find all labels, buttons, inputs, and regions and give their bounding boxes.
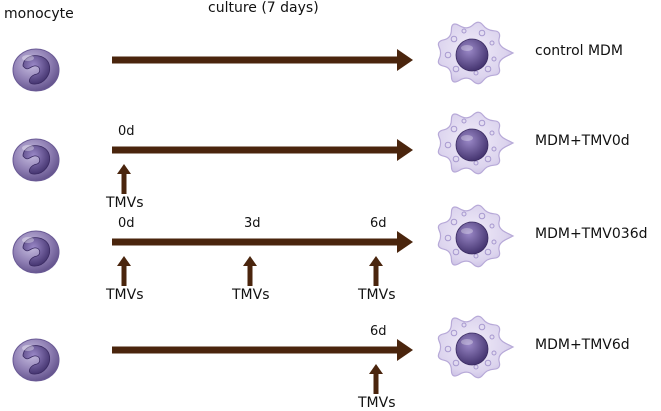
day-label: 0d (118, 124, 135, 139)
tmv-addition-arrow (369, 364, 383, 394)
monocyte-cell (12, 138, 60, 182)
tmv-addition-arrow (117, 164, 131, 194)
day-label: 6d (370, 216, 387, 231)
tmvs-label: TMVs (232, 287, 270, 303)
outcome-label: MDM+TMV0d (535, 133, 630, 149)
mdm-cell (437, 111, 515, 175)
outcome-label: control MDM (535, 43, 623, 59)
culture-arrow (112, 339, 413, 361)
tmvs-label: TMVs (358, 395, 396, 411)
culture-arrow (112, 49, 413, 71)
tmv-addition-arrow (117, 256, 131, 286)
outcome-label: MDM+TMV036d (535, 226, 648, 242)
tmvs-label: TMVs (106, 195, 144, 211)
mdm-cell (437, 315, 515, 379)
tmvs-label: TMVs (106, 287, 144, 303)
day-label: 3d (244, 216, 261, 231)
outcome-label: MDM+TMV6d (535, 337, 630, 353)
day-label: 6d (370, 324, 387, 339)
tmv-addition-arrow (369, 256, 383, 286)
day-label: 0d (118, 216, 135, 231)
culture-duration-label: culture (7 days) (208, 0, 319, 16)
mdm-cell (437, 21, 515, 85)
monocyte-cell (12, 230, 60, 274)
tmv-addition-arrow (243, 256, 257, 286)
culture-arrow (112, 231, 413, 253)
monocyte-cell (12, 338, 60, 382)
monocyte-column-label: monocyte (4, 6, 74, 22)
culture-arrow (112, 139, 413, 161)
monocyte-cell (12, 48, 60, 92)
tmvs-label: TMVs (358, 287, 396, 303)
mdm-cell (437, 204, 515, 268)
